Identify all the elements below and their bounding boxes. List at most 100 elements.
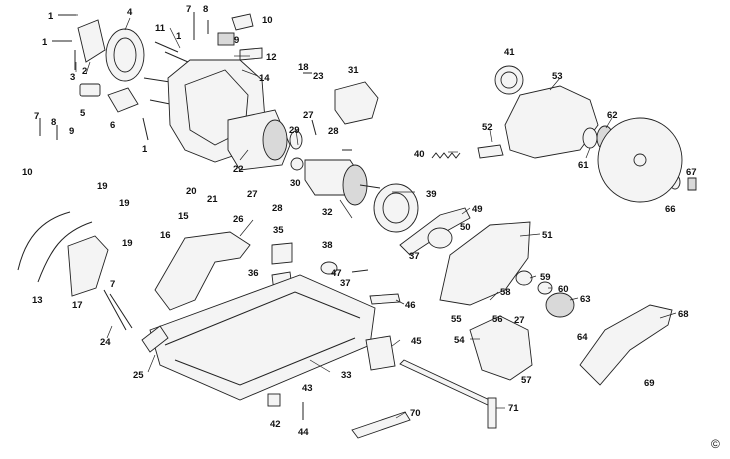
rod-46	[369, 293, 401, 305]
label-19: 19	[119, 198, 130, 209]
label-45: 45	[411, 336, 422, 347]
label-51: 51	[542, 230, 553, 241]
label-37: 37	[340, 278, 351, 289]
label-6: 6	[110, 120, 115, 131]
clamp-24	[103, 289, 133, 331]
lower-guard-51	[439, 221, 531, 306]
label-31: 31	[348, 65, 359, 76]
label-46: 46	[405, 300, 416, 311]
label-3: 3	[70, 72, 75, 83]
label-9: 9	[234, 35, 239, 46]
label-56: 56	[492, 314, 503, 325]
label-10: 10	[22, 167, 33, 178]
label-9: 9	[69, 126, 74, 137]
label-52: 52	[482, 122, 493, 133]
clip-47	[351, 269, 369, 273]
label-10: 10	[262, 15, 273, 26]
label-7: 7	[186, 4, 191, 15]
parts-drawing	[17, 12, 697, 439]
label-61: 61	[578, 160, 589, 171]
label-18: 18	[298, 62, 309, 73]
label-19: 19	[97, 181, 108, 192]
guard-54	[469, 315, 533, 381]
label-23: 23	[313, 71, 324, 82]
saw-blade	[597, 117, 683, 203]
upper-guard-53	[504, 85, 599, 159]
label-39: 39	[426, 189, 437, 200]
brush-holder-5	[79, 83, 101, 97]
block-35	[271, 242, 293, 265]
label-24: 24	[100, 337, 111, 348]
label-71: 71	[508, 403, 519, 414]
label-50: 50	[460, 222, 471, 233]
label-21: 21	[207, 194, 218, 205]
ring-50	[427, 227, 453, 249]
label-12: 12	[266, 52, 277, 63]
label-27: 27	[247, 189, 258, 200]
label-1: 1	[142, 144, 148, 155]
gearbox-31	[334, 81, 379, 125]
label-1: 1	[42, 37, 48, 48]
label-69: 69	[644, 378, 655, 389]
label-42: 42	[270, 419, 281, 430]
label-43: 43	[302, 383, 313, 394]
label-8: 8	[51, 117, 56, 128]
label-64: 64	[577, 332, 588, 343]
label-7: 7	[34, 111, 39, 122]
label-22: 22	[233, 164, 244, 175]
label-2: 2	[82, 66, 87, 77]
label-27: 27	[514, 315, 525, 326]
pin-52	[477, 144, 504, 159]
label-37: 37	[409, 251, 420, 262]
cable-13b	[37, 221, 93, 283]
label-1: 1	[48, 11, 54, 22]
flange-61	[582, 127, 598, 149]
label-15: 15	[178, 211, 189, 222]
label-41: 41	[504, 47, 515, 58]
copyright-mark: ©	[711, 437, 720, 451]
label-19: 19	[122, 238, 133, 249]
label-30: 30	[290, 178, 301, 189]
label-59: 59	[540, 272, 551, 283]
leader-lines	[58, 14, 677, 419]
clip-42	[267, 393, 281, 407]
switch-17	[67, 235, 109, 297]
part-labels: 1 1 1 1 2 3 4 5 6 7 7 7 8 8 9 9 10 10 11…	[22, 4, 720, 451]
label-25: 25	[133, 370, 144, 381]
label-32: 32	[322, 207, 333, 218]
label-28: 28	[272, 203, 283, 214]
label-16: 16	[160, 230, 171, 241]
label-68: 68	[678, 309, 689, 320]
cover-plate-2	[77, 19, 106, 63]
label-36: 36	[248, 268, 259, 279]
label-58: 58	[500, 287, 511, 298]
label-33: 33	[341, 370, 352, 381]
label-66: 66	[665, 204, 676, 215]
label-27: 27	[303, 110, 314, 121]
label-47: 47	[331, 268, 342, 279]
label-20: 20	[186, 186, 197, 197]
label-53: 53	[552, 71, 563, 82]
wrench-70	[351, 411, 411, 439]
label-5: 5	[80, 108, 86, 119]
bearing-30	[290, 157, 304, 171]
label-4: 4	[127, 7, 133, 18]
label-40: 40	[414, 149, 425, 160]
label-63: 63	[580, 294, 591, 305]
label-28: 28	[328, 126, 339, 137]
label-57: 57	[521, 375, 532, 386]
label-13: 13	[32, 295, 43, 306]
label-60: 60	[558, 284, 569, 295]
cap-12	[239, 47, 263, 61]
label-26: 26	[233, 214, 244, 225]
label-17: 17	[72, 300, 83, 311]
sleeve-6	[107, 87, 139, 113]
label-8: 8	[203, 4, 208, 15]
label-55: 55	[451, 314, 462, 325]
label-62: 62	[607, 110, 618, 121]
label-14: 14	[259, 73, 270, 84]
label-49: 49	[472, 204, 483, 215]
label-11: 11	[155, 23, 166, 34]
label-1: 1	[176, 31, 182, 42]
